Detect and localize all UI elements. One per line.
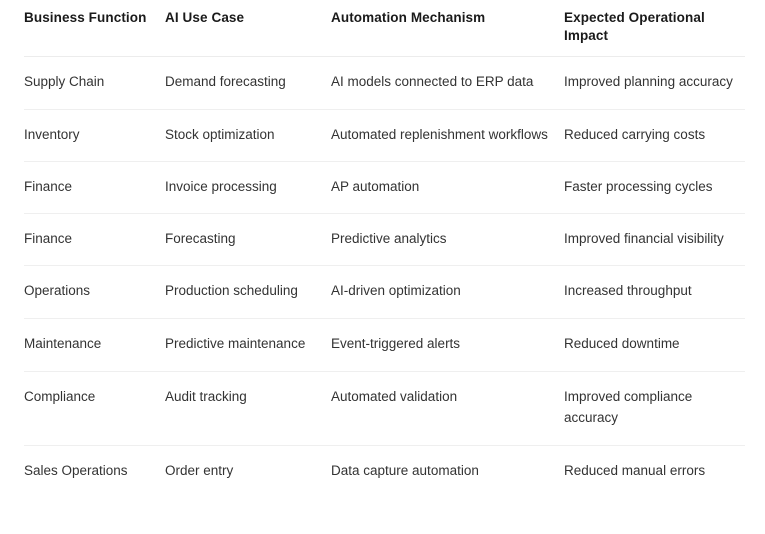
- cell-automation-mechanism: Automated replenishment workflows: [331, 109, 564, 163]
- cell-ai-use-case: Invoice processing: [165, 161, 331, 215]
- cell-expected-operational-impact: Increased throughput: [564, 265, 745, 320]
- cell-business-function: Sales Operations: [24, 463, 128, 478]
- cell-ai-use-case: Demand forecasting: [165, 56, 331, 110]
- cell-business-function: Maintenance: [24, 318, 165, 373]
- cell-automation-mechanism: Automated validation: [331, 371, 564, 446]
- cell-ai-use-case: Predictive maintenance: [165, 318, 331, 373]
- table-row: Sales Operations Order entry Data captur…: [24, 446, 745, 497]
- cell-automation-mechanism: AP automation: [331, 161, 564, 215]
- cell-ai-use-case: Order entry: [165, 463, 234, 478]
- table-body: Supply Chain Demand forecasting AI model…: [24, 56, 745, 497]
- cell-business-function: Operations: [24, 265, 165, 320]
- cell-expected-operational-impact: Reduced carrying costs: [564, 109, 745, 163]
- table-row: Maintenance Predictive maintenance Event…: [24, 318, 745, 373]
- cell-expected-operational-impact: Faster processing cycles: [564, 161, 745, 215]
- cell-automation-mechanism: AI models connected to ERP data: [331, 56, 564, 110]
- cell-expected-operational-impact: Improved compliance accuracy: [564, 371, 745, 446]
- column-header-expected-operational-impact: Expected Operational Impact: [564, 0, 745, 57]
- column-header-ai-use-case: AI Use Case: [165, 0, 331, 57]
- table-row: Finance Invoice processing AP automation…: [24, 161, 745, 215]
- cell-business-function: Finance: [24, 161, 165, 215]
- column-header-business-function: Business Function: [24, 0, 165, 57]
- cell-automation-mechanism: Event-triggered alerts: [331, 318, 564, 373]
- cell-ai-use-case: Forecasting: [165, 213, 331, 267]
- cell-expected-operational-impact: Improved financial visibility: [564, 213, 745, 267]
- table-row: Operations Production scheduling AI-driv…: [24, 265, 745, 320]
- cell-business-function: Supply Chain: [24, 56, 165, 110]
- cell-automation-mechanism: Predictive analytics: [331, 213, 564, 267]
- cell-ai-use-case: Audit tracking: [165, 371, 331, 446]
- table-row: Finance Forecasting Predictive analytics…: [24, 213, 745, 267]
- cell-expected-operational-impact: Improved planning accuracy: [564, 56, 745, 110]
- cell-expected-operational-impact: Reduced downtime: [564, 318, 745, 373]
- cell-expected-operational-impact: Reduced manual errors: [564, 463, 706, 478]
- cell-ai-use-case: Stock optimization: [165, 109, 331, 163]
- cell-business-function: Finance: [24, 213, 165, 267]
- cell-ai-use-case: Production scheduling: [165, 265, 331, 320]
- table-row: Supply Chain Demand forecasting AI model…: [24, 56, 745, 110]
- table-row: Inventory Stock optimization Automated r…: [24, 109, 745, 163]
- cell-automation-mechanism: AI-driven optimization: [331, 265, 564, 320]
- cell-automation-mechanism: Data capture automation: [331, 463, 479, 478]
- column-header-automation-mechanism: Automation Mechanism: [331, 0, 564, 57]
- table-row: Compliance Audit tracking Automated vali…: [24, 371, 745, 446]
- table-header-row: Business Function AI Use Case Automation…: [24, 0, 745, 57]
- cell-business-function: Compliance: [24, 371, 165, 446]
- cell-business-function: Inventory: [24, 109, 165, 163]
- table-header: Business Function AI Use Case Automation…: [24, 0, 745, 57]
- ai-automation-table: Business Function AI Use Case Automation…: [24, 0, 745, 497]
